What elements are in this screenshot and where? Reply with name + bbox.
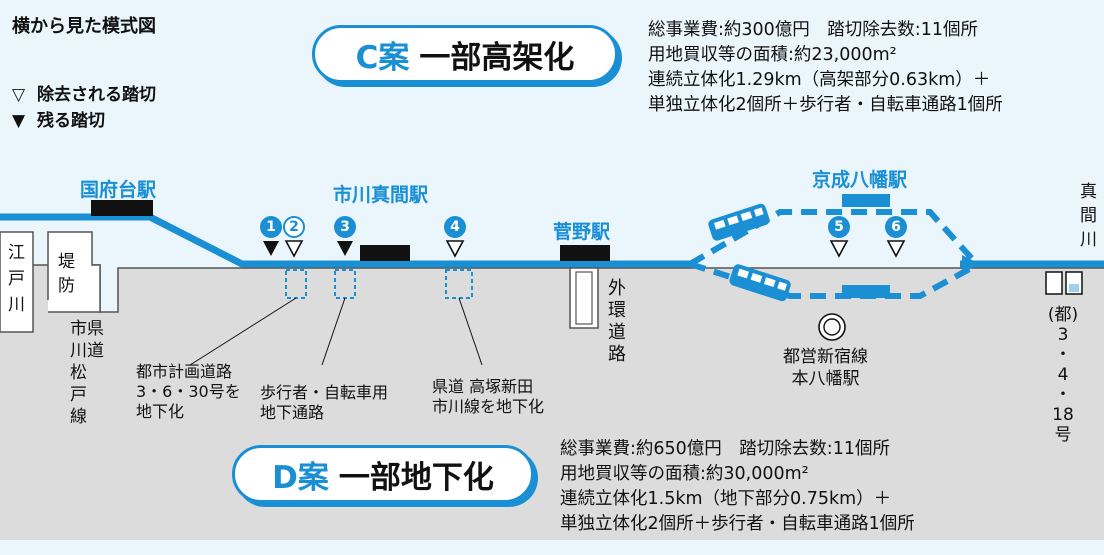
place-edogawa: 江 戸 川 [8,243,25,315]
legend-removed-label: 除去される踏切 [37,85,156,105]
place-gaikan: 外 環 道 路 [608,278,626,365]
elevated-dashed-line [688,209,978,267]
train-upper-icon [708,203,770,241]
plan-c-info-line: 単独立体化2個所＋歩行者・自転車通路1個所 [648,95,1003,115]
crossing-number-2: 2 [283,216,305,238]
main-track-line [0,213,690,268]
plan-c-info-line: 連続立体化1.29km（高架部分0.63km）＋ [648,70,991,90]
crossing-number-1: 1 [260,216,282,238]
station-keiseiyawata: 京成八幡駅 [812,169,908,191]
crossing-1-remaining-marker [263,241,279,256]
legend-removed: ▽ 除去される踏切 [12,80,156,105]
legend-remaining-label: 残る踏切 [37,111,105,131]
place-todo-3-4-18: (都) 3 ・ 4 ・ 18 号 [1047,305,1079,445]
crossing-number-6: 6 [885,216,907,238]
place-mamagawa: 真 間 川 [1080,182,1097,250]
place-embankment: 堤 防 [58,252,75,296]
kokufudai-platform [91,200,153,216]
station-sugano: 菅野駅 [553,221,611,243]
place-kendo-ichikawa-matsudo: 市県 川道 松 戸 線 [70,319,104,427]
legend-remaining: ▼ 残る踏切 [12,106,105,131]
gaikan-road-box [569,267,599,329]
legend-removed-symbol: ▽ [12,85,26,105]
annotation-kendo-takatsuka: 県道 高塚新田 市川線を地下化 [432,377,545,416]
legend-remaining-symbol: ▼ [12,111,26,131]
sugano-platform [560,245,610,261]
crossing-number-5: 5 [828,216,850,238]
crossing-3-remaining-marker [337,241,353,256]
plan-c-info-line: 用地買収等の面積:約23,000m² [648,45,897,65]
leader-kendo [458,297,483,366]
edogawa-box [0,231,34,333]
embankment-shape [47,231,101,313]
leader-hokosha [321,297,346,366]
crossing-4-removed-marker [445,240,465,258]
mamagawa-box-left [1045,271,1063,295]
plan-c-info-line: 総事業費:約300億円 踏切除去数:11個所 [648,20,978,40]
keiseiyawata-platform-elevated [842,194,890,207]
crossing-number-4: 4 [444,216,466,238]
ichikawamama-platform [360,245,410,261]
annotation-hokosha: 歩行者・自転車用 地下通路 [260,383,389,422]
station-motoyawata: 都営新宿線 本八幡駅 [783,347,868,389]
crossing-5-removed-marker [829,240,849,258]
train-lower-icon [729,264,791,302]
junction-arrow [962,255,980,273]
keiseiyawata-platform-underground [842,285,890,298]
plan-c-info: 総事業費:約300億円 踏切除去数:11個所 用地買収等の面積:約23,000m… [648,18,1003,118]
plan-d-info-line: 単独立体化2個所＋歩行者・自転車通路1個所 [560,514,915,534]
plan-d-name: 一部地下化 [338,459,494,496]
crossing-number-3: 3 [334,216,356,238]
plan-c-badge: C案 一部高架化 [312,25,618,83]
diagram-title: 横から見た模式図 [12,16,156,37]
plan-d-info-line: 総事業費:約650億円 踏切除去数:11個所 [560,439,890,459]
plan-c-code: C案 [355,39,410,76]
plan-c-name: 一部高架化 [419,39,575,76]
plan-d-info-line: 用地買収等の面積:約30,000m² [560,464,809,484]
crossing-2-removed-marker [284,240,304,258]
plan-d-badge: D案 一部地下化 [232,445,534,503]
annotation-toshi-keikaku: 都市計画道路 3・6・30号を 地下化 [136,362,241,421]
leader-toshi-keikaku [189,297,297,366]
plan-d-code: D案 [272,459,329,496]
station-kokufudai: 国府台駅 [80,179,157,201]
crossing-6-removed-marker [886,240,906,258]
station-ichikawamama: 市川真間駅 [333,184,429,206]
plan-d-info-line: 連続立体化1.5km（地下部分0.75km）＋ [560,489,892,509]
plan-d-info: 総事業費:約650億円 踏切除去数:11個所 用地買収等の面積:約30,000m… [560,437,915,537]
